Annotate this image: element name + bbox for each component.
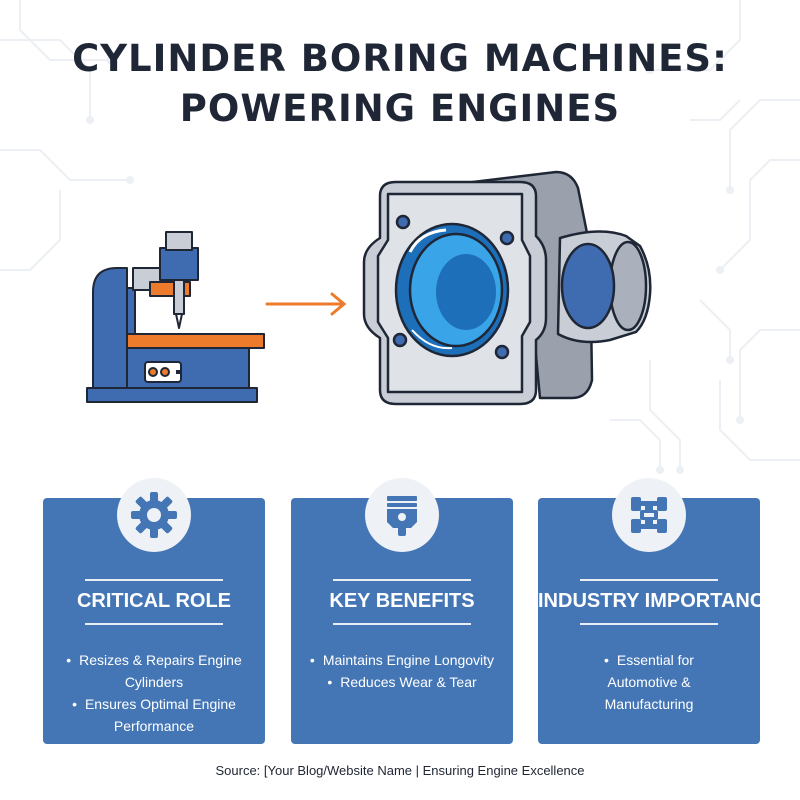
card-rule-top bbox=[580, 579, 718, 581]
card-rule-top bbox=[333, 579, 471, 581]
card-badge bbox=[612, 478, 686, 552]
card-bullet-list: Maintains Engine Longovity Reduces Wear … bbox=[295, 649, 509, 693]
title-line-1: CYLINDER BORING MACHINES: bbox=[72, 37, 728, 80]
card-bullet: Reduces Wear & Tear bbox=[295, 671, 509, 693]
boring-machine-icon bbox=[86, 231, 265, 403]
card-bullet: Maintains Engine Longovity bbox=[295, 649, 509, 671]
card-critical-role: CRITICAL ROLE Resizes & Repairs Engine C… bbox=[43, 478, 265, 744]
source-footer: Source: [Your Blog/Website Name | Ensuri… bbox=[215, 763, 585, 778]
card-heading: KEY BENEFITS bbox=[329, 590, 475, 612]
card-badge bbox=[365, 478, 439, 552]
piston-icon bbox=[387, 496, 417, 536]
card-heading: CRITICAL ROLE bbox=[76, 590, 232, 612]
card-bullet-list: Essential for Automotive & Manufacturing bbox=[542, 649, 756, 715]
card-bullet: Essential for Automotive & Manufacturing bbox=[542, 649, 756, 715]
car-chassis-icon bbox=[631, 497, 667, 533]
card-industry-importance: INDUSTRY IMPORTANCE Essential for Automo… bbox=[538, 478, 778, 744]
card-rule-bottom bbox=[580, 623, 718, 625]
card-bullet-list: Resizes & Repairs Engine Cylinders Ensur… bbox=[47, 649, 261, 737]
card-rule-bottom bbox=[85, 623, 223, 625]
card-badge bbox=[117, 478, 191, 552]
card-heading: INDUSTRY IMPORTANCE bbox=[538, 590, 778, 612]
gear-icon bbox=[131, 492, 177, 538]
card-bullet: Resizes & Repairs Engine Cylinders bbox=[47, 649, 261, 693]
card-key-benefits: KEY BENEFITS Maintains Engine Longovity … bbox=[291, 478, 513, 744]
card-rule-top bbox=[85, 579, 223, 581]
title-line-2: POWERING ENGINES bbox=[179, 87, 621, 130]
page-title: CYLINDER BORING MACHINES: POWERING ENGIN… bbox=[0, 34, 800, 134]
card-bullet: Ensures Optimal Engine Performance bbox=[47, 693, 261, 737]
card-rule-bottom bbox=[333, 623, 471, 625]
engine-block-icon bbox=[362, 170, 652, 406]
arrow-right-icon bbox=[265, 292, 347, 316]
